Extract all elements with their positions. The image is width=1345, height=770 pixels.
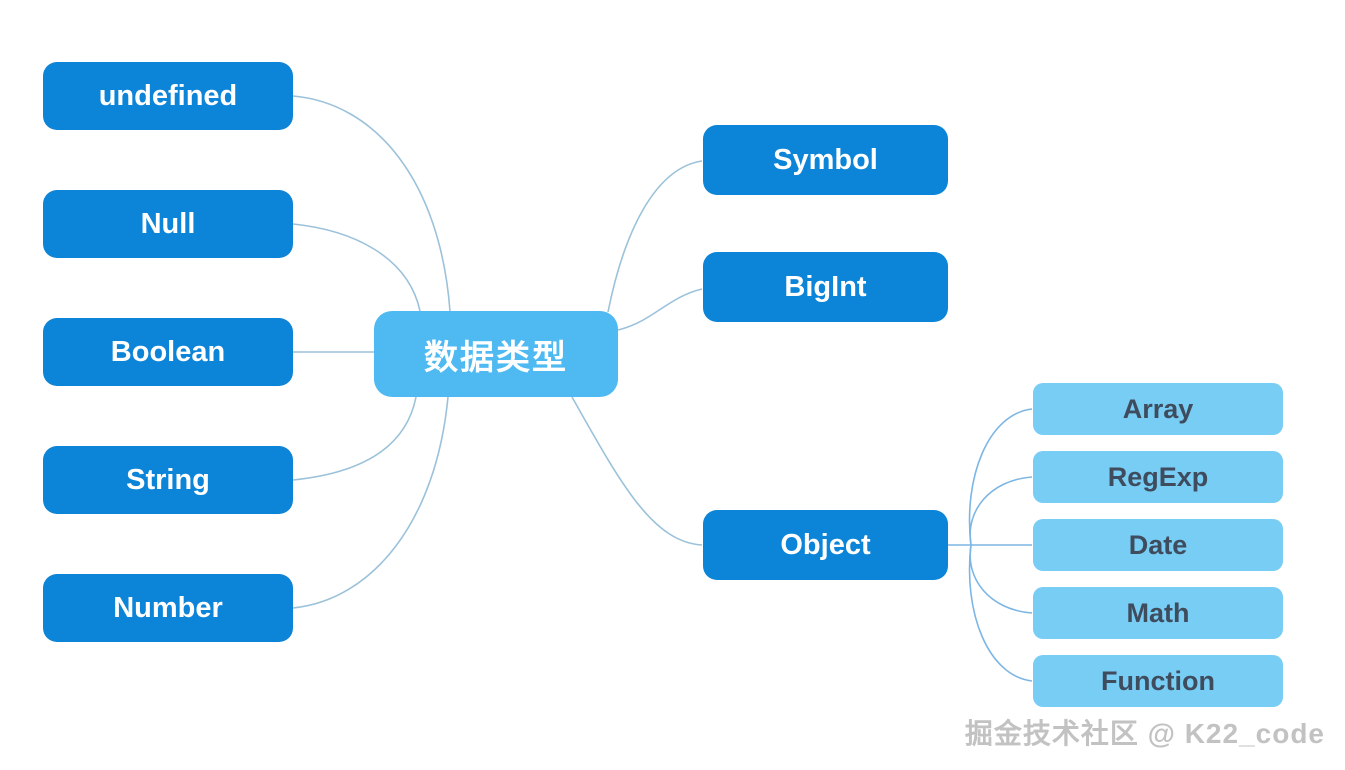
node-label: Object — [780, 528, 871, 561]
node-label: Array — [1122, 393, 1194, 424]
edge-math — [969, 544, 1033, 614]
edge-undefined — [292, 95, 451, 312]
node-date: Date — [1033, 519, 1283, 571]
edge-bigint — [617, 288, 703, 331]
node-number: Number — [43, 574, 293, 642]
node-bigint: BigInt — [703, 252, 948, 322]
node-array: Array — [1033, 383, 1283, 435]
edge-function — [968, 544, 1033, 682]
node-label: Null — [140, 207, 196, 240]
node-string: String — [43, 446, 293, 514]
node-boolean: Boolean — [43, 318, 293, 386]
node-math: Math — [1033, 587, 1283, 639]
node-object: Object — [703, 510, 948, 580]
node-label: 数据类型 — [424, 338, 568, 377]
edge-null — [292, 223, 421, 312]
node-label: Number — [113, 591, 223, 624]
node-regexp: RegExp — [1033, 451, 1283, 503]
edge-symbol — [607, 160, 703, 313]
node-label: Math — [1126, 597, 1190, 628]
edge-array — [968, 408, 1033, 546]
node-label: RegExp — [1107, 461, 1209, 492]
edge-number — [292, 396, 449, 609]
node-label: Boolean — [110, 335, 226, 368]
edge-object — [571, 396, 703, 546]
node-root-data-types: 数据类型 — [374, 311, 618, 397]
node-label: BigInt — [784, 270, 867, 303]
edge-regexp — [969, 476, 1033, 546]
node-undefined: undefined — [43, 62, 293, 130]
watermark-text: 掘金技术社区 @ K22_code — [964, 718, 1325, 749]
object-fan-curves — [948, 408, 1033, 682]
node-label: Function — [1101, 665, 1215, 696]
node-symbol: Symbol — [703, 125, 948, 195]
node-null: Null — [43, 190, 293, 258]
node-label: undefined — [98, 79, 238, 112]
node-label: Symbol — [773, 143, 878, 176]
edge-string — [292, 396, 417, 481]
node-label: Date — [1128, 529, 1188, 560]
node-function: Function — [1033, 655, 1283, 707]
node-label: String — [126, 463, 210, 496]
